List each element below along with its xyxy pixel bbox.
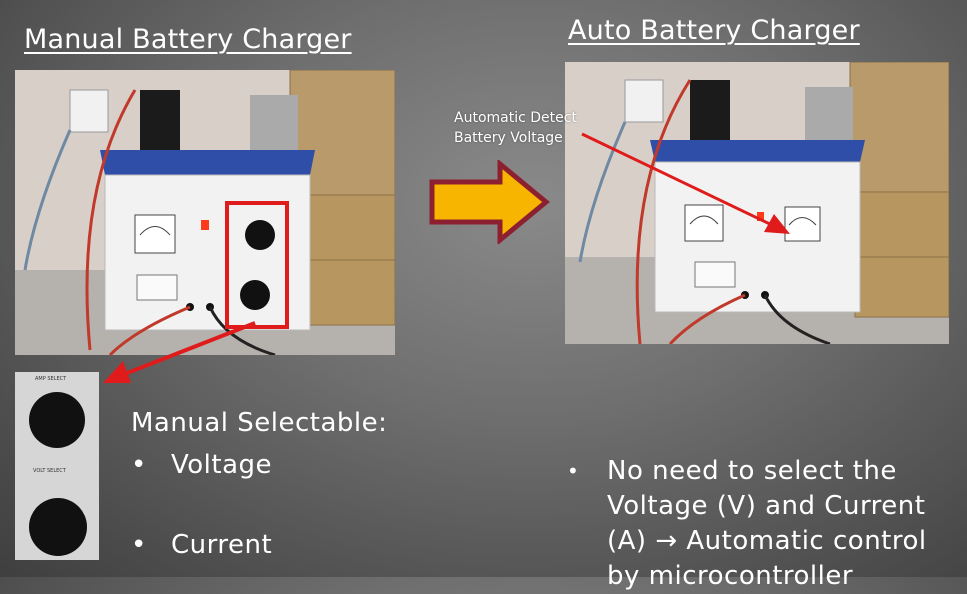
bullet-line: Voltage (V) and Current — [607, 491, 926, 521]
auto-charger-photo — [565, 62, 949, 344]
dial-bottom-label: VOLT SELECT — [33, 468, 66, 474]
bullet-symbol: • — [131, 450, 147, 480]
bullet-line: (A) → Automatic control — [607, 526, 927, 556]
item-label: Voltage — [171, 450, 273, 480]
transition-arrow-icon — [429, 160, 550, 244]
annotation-line: Battery Voltage — [454, 130, 563, 146]
manual-charger-title: Manual Battery Charger — [24, 24, 352, 55]
amp-knob — [29, 392, 85, 448]
manual-charger-illustration — [15, 70, 395, 355]
auto-charger-bullet: • No need to select the Voltage (V) and … — [567, 454, 967, 594]
auto-detect-annotation: Automatic Detect Battery Voltage — [454, 108, 577, 148]
red-pointer-arrow — [103, 321, 256, 383]
dial-highlight-box — [225, 201, 289, 329]
annotation-line: Automatic Detect — [454, 110, 577, 126]
auto-charger-title: Auto Battery Charger — [568, 15, 860, 46]
manual-item-current: • Current — [131, 526, 967, 564]
dial-closeup-photo: AMP SELECT VOLT SELECT — [15, 372, 99, 560]
manual-charger-photo — [15, 70, 395, 355]
volt-knob — [29, 498, 87, 556]
bullet-line: No need to select the — [607, 456, 897, 486]
auto-charger-illustration — [565, 62, 949, 344]
annotation-arrow-icon — [581, 132, 790, 234]
manual-selectable-heading: Manual Selectable: — [131, 408, 388, 438]
dial-top-label: AMP SELECT — [35, 376, 67, 382]
item-label: Current — [171, 530, 273, 560]
bullet-symbol: • — [567, 459, 580, 483]
manual-item-voltage: • Voltage — [131, 446, 967, 484]
bullet-symbol: • — [131, 530, 147, 560]
